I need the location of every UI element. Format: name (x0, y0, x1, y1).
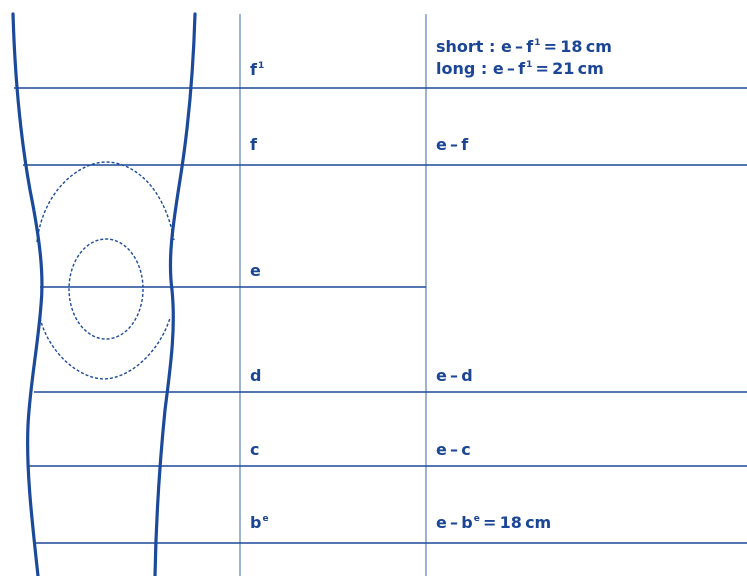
formula-short: short : e – f1 = 18 cm (436, 37, 612, 56)
formula-e-f: e – f (436, 135, 469, 154)
leg-outline-right (153, 12, 197, 576)
formula-e-be: e – be = 18 cm (436, 513, 552, 532)
formula-e-c: e – c (436, 440, 471, 459)
formula-e-d: e – d (436, 366, 473, 385)
knee-outer-outline-top (36, 161, 175, 243)
formula-long: long : e – f1 = 21 cm (436, 59, 604, 78)
level-label-be: be (250, 513, 269, 532)
level-label-d: d (250, 366, 262, 385)
level-label-c: c (250, 440, 260, 459)
kneecap-outline (68, 238, 144, 340)
knee-outer-outline-bottom (39, 317, 171, 380)
leg-outline-left (11, 12, 44, 576)
level-label-f: f (250, 135, 257, 154)
level-label-e: e (250, 261, 261, 280)
level-label-f1: f1 (250, 60, 265, 79)
